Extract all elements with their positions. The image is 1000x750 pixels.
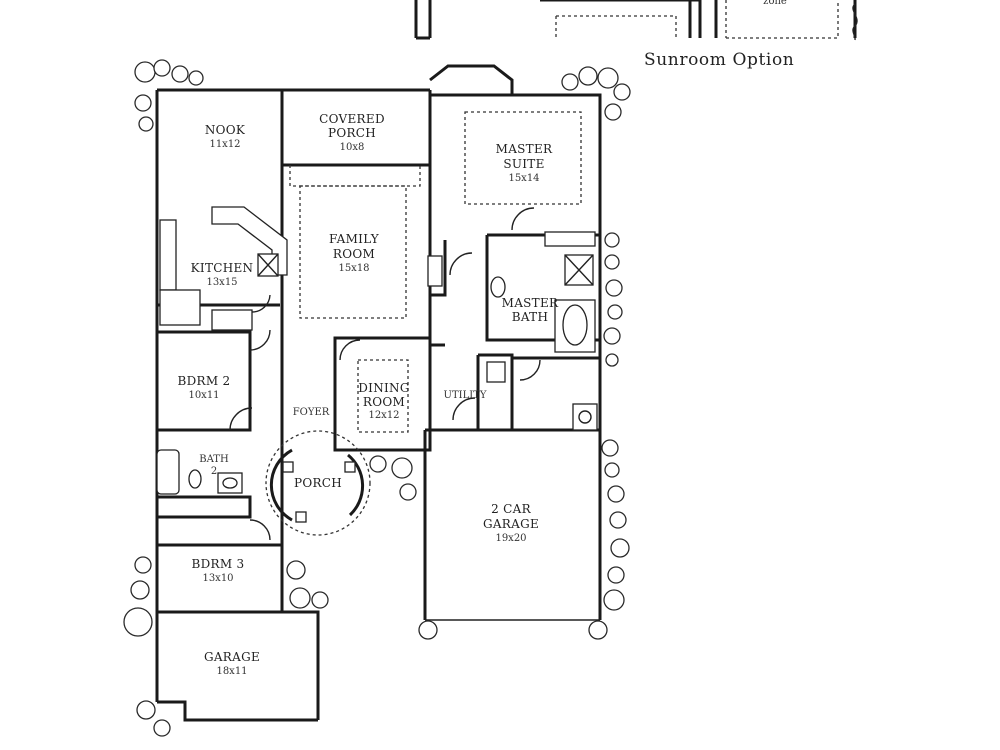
garage-dims: 18x11 xyxy=(216,666,247,677)
master-suite-label-1: MASTER xyxy=(496,142,553,156)
landscaping xyxy=(123,59,631,737)
bedroom2-dims: 10x11 xyxy=(188,390,219,401)
door-swings xyxy=(229,207,541,541)
nook-label: NOOK xyxy=(205,123,246,137)
exterior-walls xyxy=(155,64,602,722)
nook-dims: 11x12 xyxy=(209,139,240,150)
utility-label: UTILITY xyxy=(444,390,487,401)
sunroom-option-label: Sunroom Option xyxy=(644,50,794,70)
master-bath-label-1: MASTER xyxy=(502,296,559,310)
covered-porch-label-1: COVERED xyxy=(319,112,385,126)
two-car-garage-label-1: 2 CAR xyxy=(491,502,531,516)
two-car-garage-dims: 19x20 xyxy=(495,533,526,544)
room-labels: NOOK 11x12 COVERED PORCH 10x8 MASTER SUI… xyxy=(177,112,559,677)
bath2-label: BATH xyxy=(199,454,229,465)
master-bath-label-2: BATH xyxy=(512,310,549,324)
sunroom-partial-text: zone xyxy=(763,0,787,7)
kitchen-label: KITCHEN xyxy=(191,261,254,275)
kitchen-counters xyxy=(159,206,288,331)
bedroom3-label: BDRM 3 xyxy=(191,557,244,571)
interior-walls xyxy=(157,233,600,547)
master-suite-dims: 15x14 xyxy=(508,173,539,184)
bath-fixtures xyxy=(156,231,598,495)
dining-room-label-2: ROOM xyxy=(363,395,405,409)
porch-label: PORCH xyxy=(294,476,342,490)
foyer-label: FOYER xyxy=(293,407,330,418)
kitchen-dims: 13x15 xyxy=(206,277,237,288)
sunroom-option-fragment: zone Sunroom Option xyxy=(414,0,858,70)
garage-label: GARAGE xyxy=(204,650,260,664)
master-suite-label-2: SUITE xyxy=(503,157,544,171)
bedroom3-dims: 13x10 xyxy=(202,573,233,584)
family-room-label-2: ROOM xyxy=(333,247,375,261)
two-car-garage-label-2: GARAGE xyxy=(483,517,539,531)
covered-porch-label-2: PORCH xyxy=(328,126,376,140)
dining-room-label-1: DINING xyxy=(358,381,410,395)
dining-room-dims: 12x12 xyxy=(368,410,399,421)
covered-porch-dims: 10x8 xyxy=(340,142,365,153)
family-room-dims: 15x18 xyxy=(338,263,369,274)
bedroom2-label: BDRM 2 xyxy=(177,374,230,388)
ceiling-outlines xyxy=(265,111,582,536)
family-room-label-1: FAMILY xyxy=(329,232,380,246)
front-porch xyxy=(269,448,365,523)
bath2-number: 2 xyxy=(211,466,217,477)
